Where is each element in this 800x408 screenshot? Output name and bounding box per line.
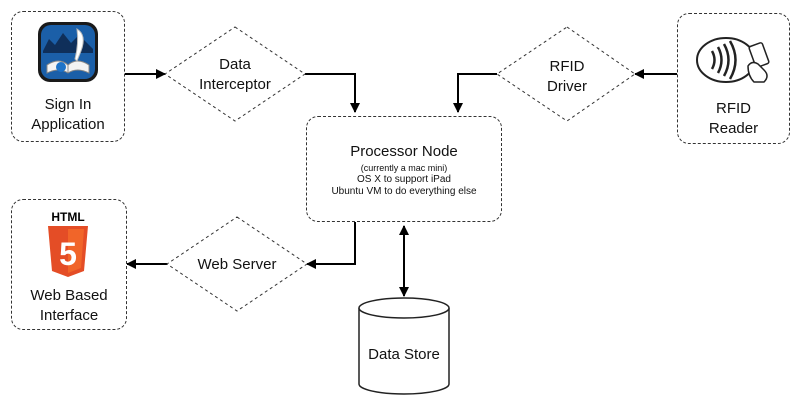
rfid-driver-diamond [496,26,636,122]
arrow-interceptor-to-processor [305,73,360,113]
sign-in-app-label: Sign In Application [11,95,125,135]
arrow-driver-to-processor [453,73,497,113]
data-interceptor-diamond [164,26,306,122]
web-interface-line1: Web Based [30,287,108,304]
data-interceptor-label: Data Interceptor [175,55,295,95]
rfid-driver-line2: Driver [547,78,587,95]
processor-node-label: Processor Node (currently a mac mini) OS… [306,142,502,198]
processor-node-note-3: Ubuntu VM to do everything else [331,186,477,197]
rfid-driver-line1: RFID [549,58,585,75]
data-interceptor-line2: Interceptor [199,76,271,93]
processor-node-note-1: (currently a mac mini) [360,163,448,173]
rfid-reader-label: RFID Reader [677,99,790,139]
processor-node-title: Processor Node [350,143,458,160]
sign-in-app-line1: Sign In [44,96,92,113]
processor-node-note-2: OS X to support iPad [357,174,451,185]
rfid-reader-line2: Reader [708,120,759,137]
book-quill-icon [38,22,98,82]
html5-icon-number: 5 [59,236,77,272]
html5-icon: HTML 5 [48,210,88,277]
data-store-label: Data Store [368,346,440,363]
html5-icon-text: HTML [51,210,84,224]
web-server-diamond [166,216,308,312]
web-interface-label: Web Based Interface [11,286,127,326]
contactless-card-icon [696,37,770,83]
arrow-processor-to-webserver [306,222,356,269]
data-store-cylinder [358,297,450,395]
processor-node-box [306,116,502,222]
web-interface-line2: Interface [39,307,99,324]
web-server-label: Web Server [197,256,277,273]
rfid-reader-line1: RFID [716,100,751,117]
rfid-driver-label: RFID Driver [507,57,627,97]
data-interceptor-line1: Data [219,56,251,73]
sign-in-app-line2: Application [31,116,105,133]
